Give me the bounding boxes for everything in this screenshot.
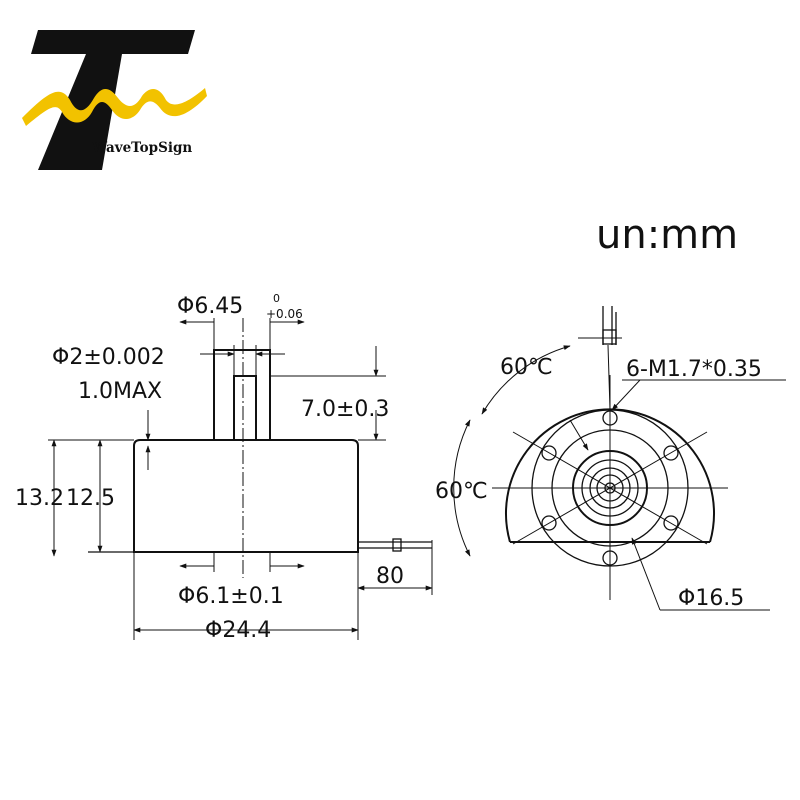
svg-text:+0.06: +0.06 bbox=[266, 307, 303, 321]
svg-text:6-M1.7*0.35: 6-M1.7*0.35 bbox=[626, 357, 762, 382]
side-body-outline bbox=[133, 439, 359, 553]
dim-lead-length: 80 bbox=[357, 564, 433, 591]
svg-text:7.0±0.3: 7.0±0.3 bbox=[301, 397, 389, 422]
side-shaft bbox=[213, 349, 271, 441]
units-label: un:mm bbox=[596, 212, 738, 258]
svg-text:60℃: 60℃ bbox=[435, 479, 488, 504]
front-lead-wire bbox=[578, 306, 622, 411]
dim-shaft-diameter: Φ6.45 0 +0.06 bbox=[177, 292, 305, 350]
dim-bottom-hub: Φ6.1±0.1 bbox=[178, 552, 305, 609]
svg-text:Φ24.4: Φ24.4 bbox=[205, 618, 271, 643]
svg-text:0: 0 bbox=[273, 292, 280, 305]
front-hole-spec: 6-M1.7*0.35 bbox=[569, 357, 786, 451]
svg-text:80: 80 bbox=[376, 564, 404, 589]
dim-shaft-length: 7.0±0.3 bbox=[270, 346, 389, 441]
svg-text:60℃: 60℃ bbox=[500, 355, 553, 380]
dim-pin-diameter: Φ2±0.002 1.0MAX bbox=[52, 345, 285, 470]
svg-text:13.2: 13.2 bbox=[15, 486, 64, 511]
front-center-lines bbox=[492, 375, 728, 600]
side-shaft-pin bbox=[233, 375, 257, 441]
side-view: Φ6.45 0 +0.06 Φ2±0.002 1.0MAX 7.0±0.3 bbox=[15, 292, 433, 643]
side-lead-wire bbox=[358, 538, 433, 595]
svg-text:Φ6.45: Φ6.45 bbox=[177, 294, 243, 319]
front-mount-holes bbox=[541, 410, 679, 566]
svg-text:Φ16.5: Φ16.5 bbox=[678, 586, 744, 611]
logo-wave-icon bbox=[22, 88, 207, 126]
svg-text:Φ6.1±0.1: Φ6.1±0.1 bbox=[178, 584, 284, 609]
front-pcd: Φ16.5 bbox=[631, 537, 770, 611]
logo-t-bar bbox=[31, 30, 195, 54]
svg-text:1.0MAX: 1.0MAX bbox=[78, 379, 162, 404]
dim-heights: 13.2 12.5 bbox=[15, 439, 134, 557]
svg-text:Φ2±0.002: Φ2±0.002 bbox=[52, 345, 165, 370]
brand-name: WaveTopSign bbox=[91, 140, 192, 156]
front-view: 60℃ 60℃ 6-M1.7*0.35 Φ16.5 bbox=[435, 306, 786, 611]
brand-logo: WaveTopSign bbox=[22, 30, 207, 170]
dim-body-diameter: Φ24.4 bbox=[133, 552, 359, 643]
front-angle-arcs: 60℃ 60℃ bbox=[435, 345, 571, 557]
svg-text:12.5: 12.5 bbox=[66, 486, 115, 511]
